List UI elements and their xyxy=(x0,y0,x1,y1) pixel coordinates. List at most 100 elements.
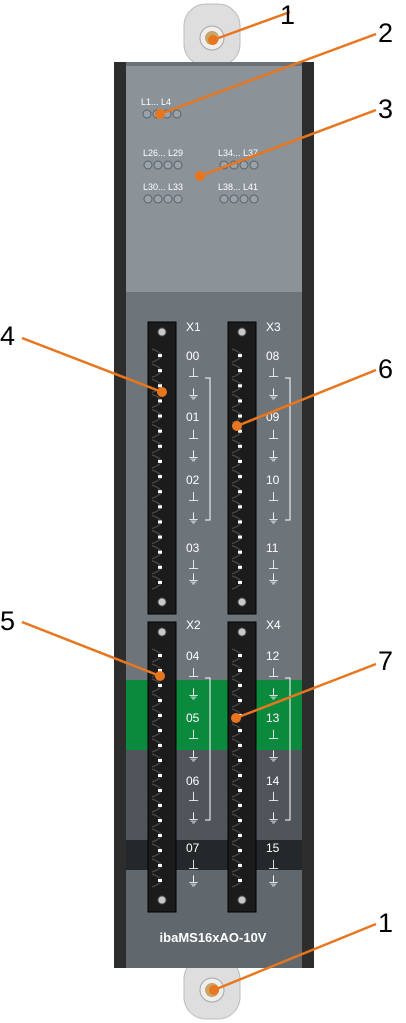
channel-label-10: 10 xyxy=(266,473,280,487)
earth-symbol: ⏚ xyxy=(187,875,200,890)
led-group-l38-l41 xyxy=(219,194,259,204)
terminal-pin xyxy=(238,399,242,403)
terminal-pin xyxy=(158,804,162,807)
terminal-pin xyxy=(238,354,242,358)
terminal-pin xyxy=(238,744,242,747)
earth-symbol: ⏚ xyxy=(187,388,200,403)
earth-symbol: ⏚ xyxy=(267,875,280,890)
connector-title-x3: X3 xyxy=(266,320,281,334)
callout-line-4 xyxy=(21,336,163,394)
connector-title-x2: X2 xyxy=(186,618,201,632)
terminal-pin xyxy=(238,520,242,524)
terminal-pin xyxy=(158,490,162,494)
earth-symbol: ⏚ xyxy=(267,512,280,527)
callout-line-5 xyxy=(21,620,161,678)
channel-label-08: 08 xyxy=(266,349,280,363)
ground-ref-symbol: ⊥ xyxy=(188,366,199,381)
terminal-pin xyxy=(238,879,242,882)
channel-label-03: 03 xyxy=(186,541,200,555)
callouts xyxy=(21,10,377,995)
callout-number-1-top: 1 xyxy=(280,0,295,30)
callout-line-2 xyxy=(159,32,377,116)
callout-number-1-bottom: 1 xyxy=(378,908,393,938)
terminal-pin xyxy=(158,399,162,403)
channel-label-15: 15 xyxy=(266,841,280,855)
earth-symbol: ⏚ xyxy=(267,688,280,703)
led-label-l34-l37: L34... L37 xyxy=(218,148,258,158)
terminal-pin xyxy=(158,684,162,687)
ground-ref-symbol: ⊥ xyxy=(188,728,199,743)
led-label-l26-l29: L26... L29 xyxy=(143,148,183,158)
terminal-pin xyxy=(158,384,162,388)
callout-line-1-bottom xyxy=(213,922,377,992)
terminal-pin xyxy=(238,849,242,852)
connector-title-x4: X4 xyxy=(266,618,281,632)
callout-dot xyxy=(232,421,242,431)
callout-dot xyxy=(157,387,167,397)
terminal-pin xyxy=(158,414,162,418)
earth-symbol: ⏚ xyxy=(267,812,280,827)
connector-x4 xyxy=(227,621,257,913)
terminal-pin xyxy=(238,864,242,867)
connector-screw xyxy=(157,597,167,607)
terminal-pin xyxy=(158,354,162,358)
terminal-pin xyxy=(238,684,242,687)
earth-symbol: ⏚ xyxy=(267,450,280,465)
terminal-pin xyxy=(158,789,162,792)
channel-label-01: 01 xyxy=(186,410,200,424)
terminal-pin xyxy=(238,669,242,672)
terminal-pin xyxy=(158,459,162,463)
terminal-pin xyxy=(158,699,162,702)
connector-title-x1: X1 xyxy=(186,320,201,334)
ground-ref-symbol: ⊥ xyxy=(268,666,279,681)
led-label-l30-l33: L30... L33 xyxy=(143,182,183,192)
callout-dot xyxy=(195,171,205,181)
terminal-pin xyxy=(158,714,162,717)
connector-screw xyxy=(237,327,247,337)
earth-symbol: ⏚ xyxy=(187,450,200,465)
terminal-pin xyxy=(158,580,162,584)
callout-line-1-top xyxy=(212,10,291,42)
right-din-rail-edge xyxy=(302,62,314,968)
terminal-pin xyxy=(238,475,242,479)
channel-label-06: 06 xyxy=(186,774,200,788)
connector-x2 xyxy=(147,621,177,913)
channel-brackets xyxy=(205,377,291,821)
earth-symbol: ⏚ xyxy=(187,812,200,827)
terminal-pin xyxy=(158,864,162,867)
terminal-pin xyxy=(158,565,162,569)
callout-dot xyxy=(208,35,218,45)
terminal-pin xyxy=(158,729,162,732)
terminal-pin xyxy=(238,654,242,657)
ground-ref-symbol: ⊥ xyxy=(188,558,199,573)
led-label-l1-l4: L1... L4 xyxy=(141,97,171,107)
terminal-pin xyxy=(238,789,242,792)
terminal-pin xyxy=(238,819,242,822)
terminal-pin xyxy=(238,834,242,837)
ground-ref-symbol: ⊥ xyxy=(188,428,199,443)
channel-label-12: 12 xyxy=(266,649,280,663)
terminal-pin xyxy=(158,744,162,747)
earth-symbol: ⏚ xyxy=(187,750,200,765)
callout-dot xyxy=(209,985,219,995)
ground-ref-symbol: ⊥ xyxy=(268,490,279,505)
terminal-pin xyxy=(238,444,242,448)
terminal-pin xyxy=(158,849,162,852)
callout-dot xyxy=(155,109,165,119)
connector-screw xyxy=(237,597,247,607)
terminal-pin xyxy=(238,729,242,732)
terminal-pin xyxy=(238,429,242,433)
channel-label-04: 04 xyxy=(186,649,200,663)
terminal-pin xyxy=(238,414,242,418)
callout-number-6: 6 xyxy=(378,354,393,384)
ground-ref-symbol: ⊥ xyxy=(188,858,199,873)
callout-line-3 xyxy=(199,108,377,178)
ground-ref-symbol: ⊥ xyxy=(268,428,279,443)
connector-x1 xyxy=(147,321,177,615)
terminal-pin xyxy=(158,369,162,373)
terminal-pin xyxy=(238,550,242,554)
left-din-rail-edge xyxy=(114,62,126,968)
channel-label-02: 02 xyxy=(186,473,200,487)
terminal-pin xyxy=(158,669,162,672)
